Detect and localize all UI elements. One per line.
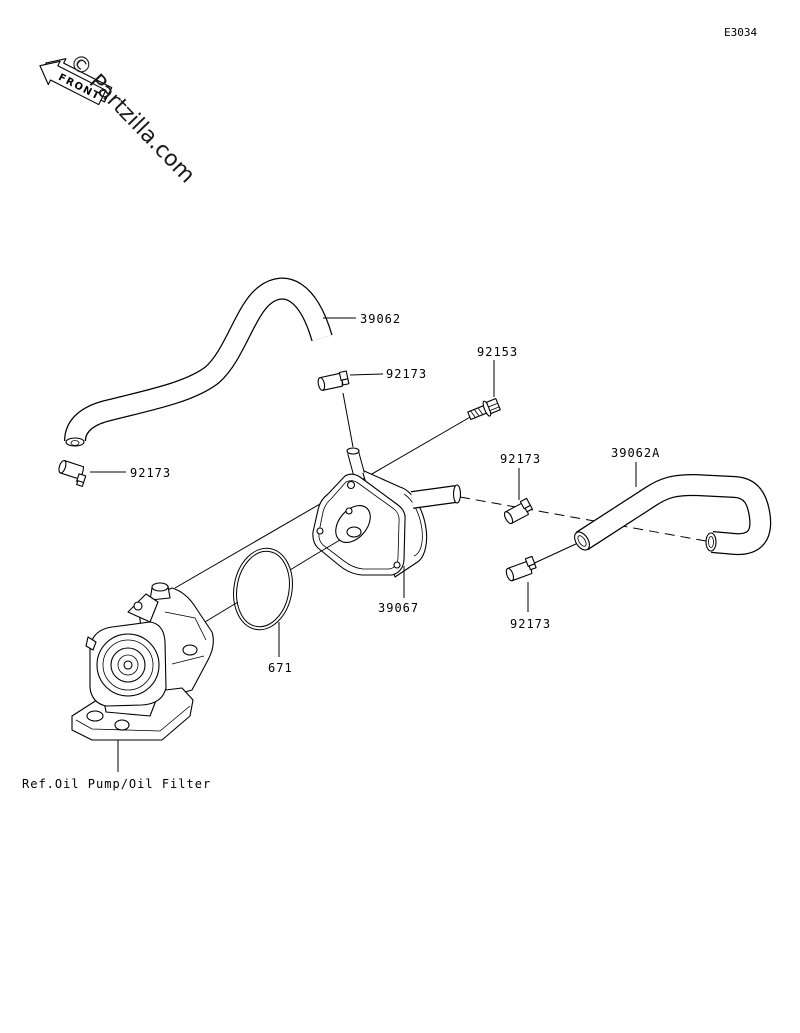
part-number-label: 671 bbox=[268, 661, 293, 675]
diagram-code: E3034 bbox=[724, 26, 757, 39]
hose-clamp-upper bbox=[317, 370, 350, 391]
alignment-line-center-b bbox=[289, 555, 314, 571]
alignment-line-nipple bbox=[342, 392, 354, 448]
part-number-label: 92173 bbox=[130, 466, 171, 480]
hose-clamp-left bbox=[58, 459, 87, 487]
hose-clamp-right-lower bbox=[505, 555, 537, 582]
alignment-line-clamp bbox=[527, 542, 579, 567]
leader-clamp-upper bbox=[349, 373, 384, 376]
hose-clamp-right-upper bbox=[503, 497, 533, 525]
watermark-text: © Partzilla.com bbox=[64, 49, 200, 188]
alignment-line-dashed bbox=[459, 496, 707, 542]
bolt-92153 bbox=[467, 398, 501, 421]
hose-39062a bbox=[574, 473, 772, 556]
o-ring-671 bbox=[233, 547, 293, 631]
alignment-line-center-a bbox=[199, 601, 239, 626]
oil-pump-reference-part bbox=[71, 582, 214, 741]
part-number-label: 92173 bbox=[510, 617, 551, 631]
alignment-line-center-c bbox=[312, 539, 341, 557]
part-number-label: 92153 bbox=[477, 345, 518, 359]
part-number-label: 92173 bbox=[500, 452, 541, 466]
oil-cooler-39067 bbox=[312, 447, 462, 578]
reference-note: Ref.Oil Pump/Oil Filter bbox=[22, 777, 211, 791]
hose-39062 bbox=[64, 277, 333, 447]
part-number-label: 39062A bbox=[611, 446, 660, 460]
part-number-label: 92173 bbox=[386, 367, 427, 381]
part-number-label: 39062 bbox=[360, 312, 401, 326]
part-number-label: 39067 bbox=[378, 601, 419, 615]
